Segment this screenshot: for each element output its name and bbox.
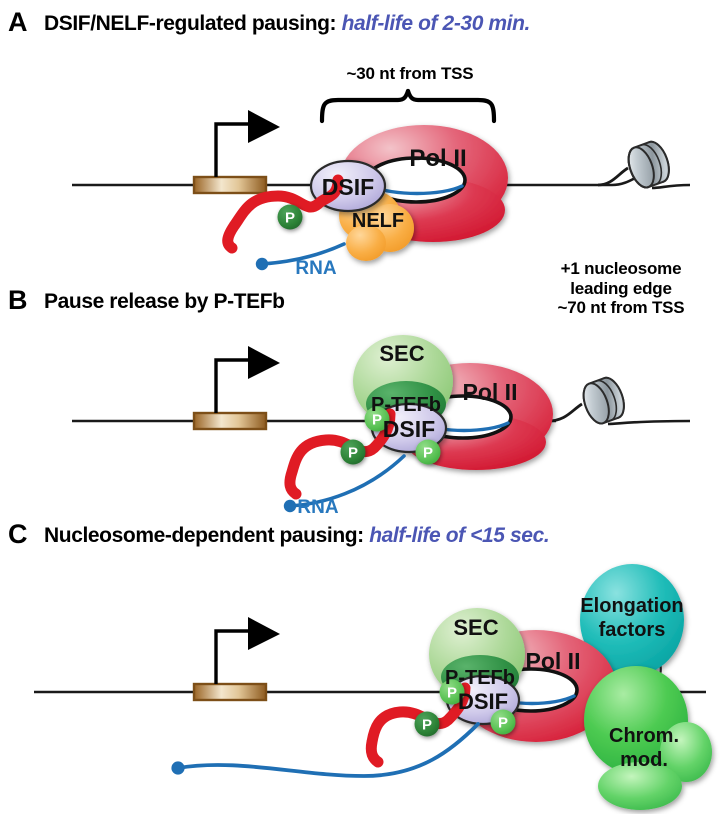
phospho-b-2: P	[340, 439, 366, 465]
svg-text:P: P	[285, 210, 295, 227]
elongation-factors-c	[580, 564, 684, 676]
label-chrom-1-c: Chrom.	[609, 725, 679, 747]
phospho-b-3: P	[415, 439, 441, 465]
label-ptefb-c: P-TEFb	[445, 667, 515, 689]
chrom-modifiers-c	[584, 666, 712, 810]
nucleosome-note-line3: ~70 nt from TSS	[557, 298, 685, 318]
panel-letter-b: B	[8, 285, 28, 315]
promoter-tss-a	[192, 110, 280, 195]
panel-title-b-plain: Pause release by P-TEFb	[44, 290, 285, 313]
panel-title-b: Pause release by P-TEFb	[44, 291, 285, 312]
label-sec-c: SEC	[453, 615, 498, 640]
svg-text:P: P	[422, 717, 432, 734]
nascent-rna-b	[284, 408, 396, 500]
panel-title-c-plain: Nucleosome-dependent pausing:	[44, 524, 370, 547]
panel-a-artwork: P Pol II DSIF NELF RNA	[72, 88, 691, 279]
svg-text:P: P	[372, 412, 382, 429]
label-dsif-c: DSIF	[458, 689, 508, 714]
nucleosome-b	[582, 376, 625, 425]
svg-text:P: P	[348, 445, 358, 462]
panel-letter-a: A	[8, 7, 28, 37]
panel-letter-c: C	[8, 519, 28, 549]
nascent-rna-c	[365, 682, 471, 768]
label-rna-a: RNA	[295, 258, 336, 279]
label-dsif-a: DSIF	[322, 174, 374, 200]
panel-title-a-plain: DSIF/NELF-regulated pausing:	[44, 12, 342, 35]
rna-tail-a	[255, 242, 346, 271]
panel-b-artwork: P P P SEC P-TEFb Pol II DSIF RNA	[72, 335, 691, 518]
phospho-c-3: P	[490, 709, 516, 735]
label-chrom-2-c: mod.	[620, 749, 668, 771]
rna-tail-c	[171, 722, 480, 778]
phospho-a-1: P	[277, 204, 303, 230]
rna-tail-b	[283, 454, 406, 513]
promoter-tss-c	[192, 617, 280, 702]
svg-text:P: P	[447, 685, 457, 702]
panel-title-a-italic: half-life of 2-30 min.	[341, 12, 531, 35]
nucleosome-note-line1: +1 nucleosome	[560, 259, 682, 278]
label-nelf-a: NELF	[352, 210, 404, 232]
nucleosome-a	[627, 140, 670, 189]
label-dsif-b: DSIF	[383, 416, 435, 442]
label-pol2-c: Pol II	[526, 648, 581, 674]
panel-c-artwork: P P P SEC P-TEFb Pol II DSIF Elongation …	[34, 564, 712, 810]
bracket-label-30nt: ~30 nt from TSS	[346, 64, 474, 83]
svg-text:P: P	[498, 715, 508, 732]
phospho-c-2: P	[414, 711, 440, 737]
label-rna-b: RNA	[297, 497, 338, 518]
label-sec-b: SEC	[379, 341, 424, 366]
label-elongation-1-c: Elongation	[580, 595, 683, 617]
svg-text:P: P	[423, 445, 433, 462]
panel-title-c-italic: half-life of <15 sec.	[369, 524, 550, 547]
panel-title-c: Nucleosome-dependent pausing: half-life …	[44, 524, 550, 547]
bracket-30nt	[319, 88, 497, 124]
nucleosome-note-line2: leading edge	[570, 278, 672, 298]
label-ptefb-b: P-TEFb	[371, 394, 441, 416]
label-pol2-b: Pol II	[463, 379, 518, 405]
phospho-b-1: P	[364, 406, 390, 432]
label-pol2-a: Pol II	[409, 145, 466, 172]
nucleosome-note: +1 nucleosome leading edge ~70 nt from T…	[521, 259, 721, 318]
phospho-c-1: P	[439, 679, 465, 705]
panel-title-a: DSIF/NELF-regulated pausing: half-life o…	[44, 13, 530, 34]
label-elongation-2-c: factors	[599, 619, 666, 641]
promoter-tss-b	[192, 346, 280, 431]
nascent-rna-a	[222, 174, 344, 254]
